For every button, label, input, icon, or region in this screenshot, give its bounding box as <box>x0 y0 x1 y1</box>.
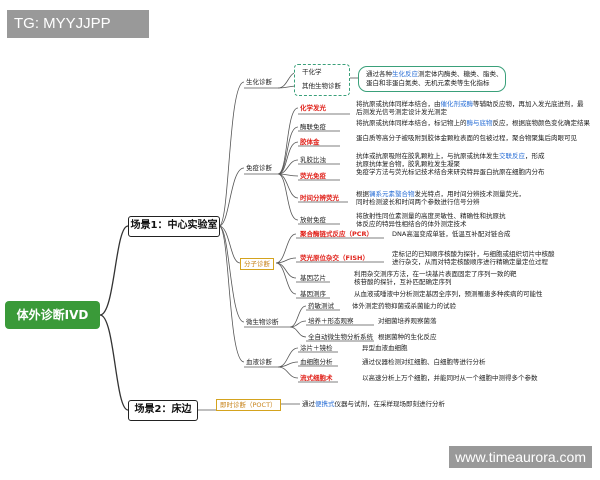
biochem-desc-line2: 蛋白和非蛋白氮类、无机元素类等生化指标 <box>366 79 490 87</box>
blood-item-desc: 通过仪器检测对红细胞、白细胞等进行分析 <box>362 358 486 366</box>
scene1-node: 场景1：中心实验室 <box>128 216 220 237</box>
immuno-item-desc: 将放射性同位素测量的高度灵敏性、精确性和抗原抗体反应的特异性相结合的体外测定技术 <box>356 212 506 228</box>
immuno-item-name: 酶联免疫 <box>300 123 326 131</box>
poct-desc: 通过便携式仪器与试剂，在采样现场即刻进行分析 <box>302 400 445 408</box>
blood-item-desc: 以高速分析上万个细胞，并能同时从一个细胞中测得多个参数 <box>362 374 538 382</box>
molecular-item-name: 基因测序 <box>300 290 326 298</box>
scene2-node: 场景2：床边 <box>128 400 198 421</box>
molecular-item-name: 聚合酶链式反应（PCR） <box>300 230 374 238</box>
immuno-item-name: 放射免疫 <box>300 216 326 224</box>
immuno-item-name: 胶体金 <box>300 138 320 146</box>
molecular-item-name: 基因芯片 <box>300 274 326 282</box>
immuno-item-name: 荧光免疫 <box>300 172 326 180</box>
molecular-item-desc: 利用杂交测序方法，在一块基片表面固定了序列一致的靶核苷酸的探针，互补匹配确定序列 <box>354 270 517 286</box>
biochem-method-dry: 干化学 <box>302 68 322 76</box>
blood-item-desc: 异型血液血细胞 <box>362 344 408 352</box>
micro-item-desc: 对细菌培养观察菌落 <box>378 317 437 325</box>
molecular-item-desc: DNA高温变成单链，低温互补配对链合成 <box>392 230 511 238</box>
biochem-label: 生化诊断 <box>246 78 272 86</box>
biochem-methods-box <box>294 64 350 96</box>
biochem-method-other: 其他生物诊断 <box>302 82 341 90</box>
immuno-label: 免疫诊断 <box>246 164 272 172</box>
micro-item-desc: 根据菌种的生化反应 <box>378 333 437 341</box>
poct-label: 即时诊断（POCT） <box>216 399 281 411</box>
micro-item-name: 全自动微生物分析系统 <box>308 333 373 341</box>
url-watermark: www.timeaurora.com <box>449 446 592 468</box>
immuno-item-desc: 蛋白质等高分子被吸附到胶体金颗粒表面的包被过程，聚合物聚集后肉眼可见 <box>356 134 577 142</box>
micro-item-name: 药敏测试 <box>308 302 334 310</box>
biochem-desc-line1: 通过各种生化反应测定体内酶类、糖类、脂类、 <box>366 70 503 78</box>
immuno-item-desc: 将抗原或抗体同样本结合，标记物上的酶与底物反应，根据底物颜色变化确定结果 <box>356 119 590 127</box>
immuno-item-name: 乳胶比浊 <box>300 156 326 164</box>
immuno-item-name: 化学发光 <box>300 104 326 112</box>
molecular-label: 分子诊断 <box>240 258 274 270</box>
blood-item-name: 涂片＋镜检 <box>300 344 333 352</box>
immuno-item-desc: 免疫学方法与荧光标记技术结合来研究特异蛋白抗原在细胞内分布 <box>356 168 545 176</box>
molecular-item-name: 荧光原位杂交（FISH） <box>300 254 369 262</box>
micro-label: 微生物诊断 <box>246 318 279 326</box>
molecular-item-desc: 定标记的已知顺序核酸为探针，与细胞或组织切片中核酸进行杂交，从而对特定核酸顺序进… <box>392 250 555 266</box>
immuno-item-desc: 根据镧系元素螯合物发光特点，用时间分辨技术测量荧光，同时检测波长和时间两个参数进… <box>356 190 525 206</box>
immuno-item-name: 时间分辨荧光 <box>300 194 339 202</box>
watermark: TG: MYYJJPP <box>7 10 149 38</box>
blood-label: 血液诊断 <box>246 358 272 366</box>
micro-item-desc: 体外测定药物抑菌或杀菌能力的试验 <box>352 302 456 310</box>
blood-item-name: 流式细胞术 <box>300 374 333 382</box>
root-node: 体外诊断IVD <box>5 301 100 329</box>
blood-item-name: 血细胞分析 <box>300 358 333 366</box>
molecular-item-desc: 从血液或唾液中分析测定基因全序列，预测罹患多种疾病的可能性 <box>354 290 543 298</box>
immuno-item-desc: 将抗原或抗体同样本结合，由催化剂或酶等辅助反应物，再加入发光底进剂，最后测发光信… <box>356 100 584 116</box>
immuno-item-desc: 抗体或抗原吸附在胶乳颗粒上，与抗原或抗体发生交联反应，形成抗原抗体复合物，胶乳颗… <box>356 152 545 168</box>
biochem-desc-box <box>358 66 506 92</box>
micro-item-name: 培养＋形态观察 <box>308 317 354 325</box>
